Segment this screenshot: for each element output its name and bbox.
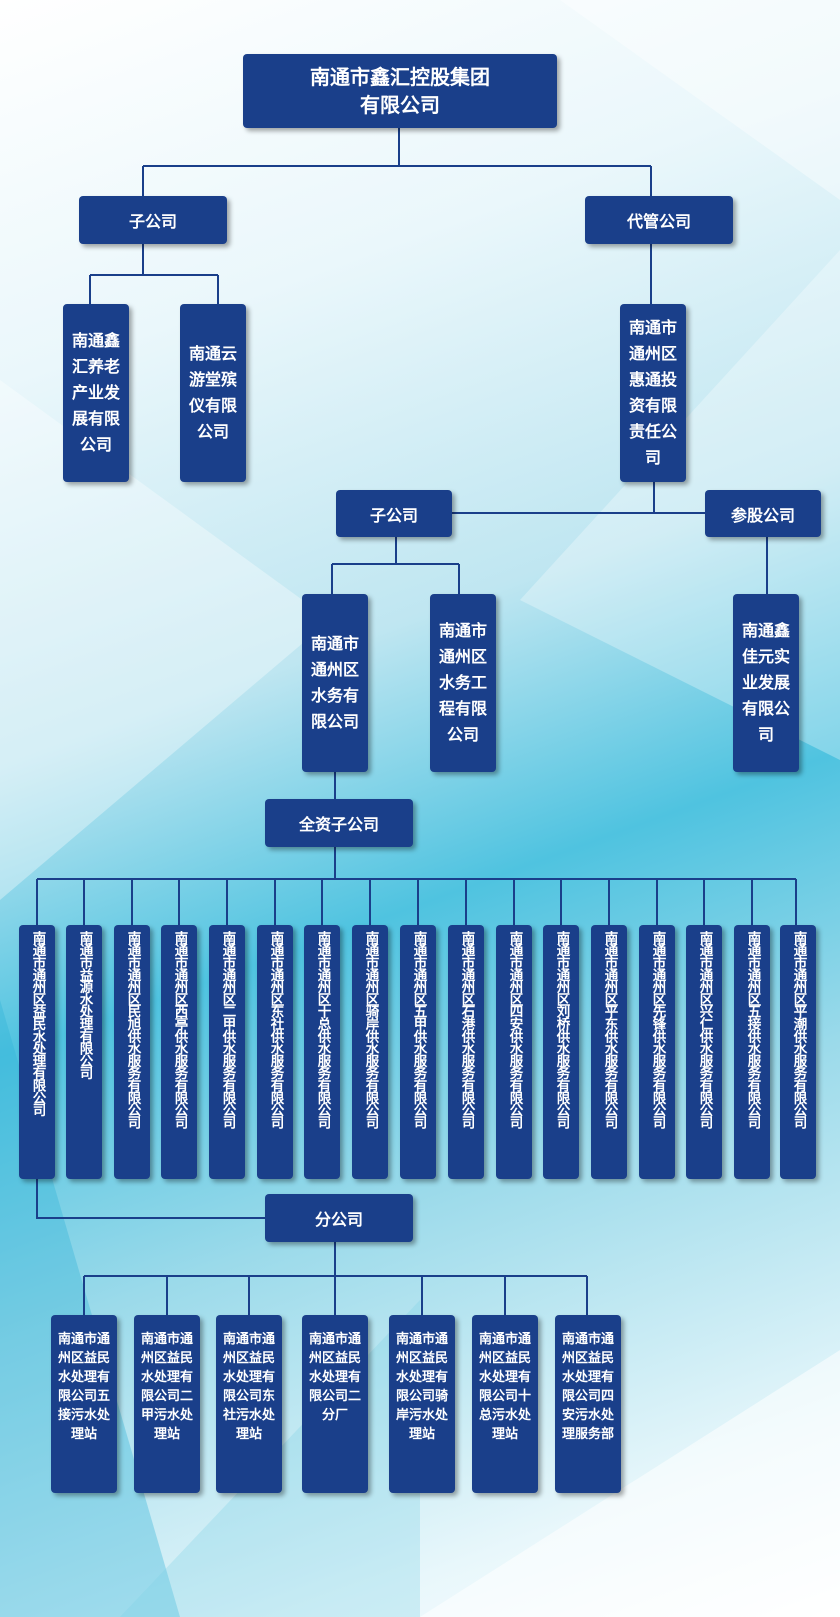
- wholly-owned-company: 南通市益源水处理有限公司: [66, 925, 102, 1179]
- wholly-owned-company: 南通市通州区骑岸供水服务有限公司: [352, 925, 388, 1179]
- wholly-owned-company: 南通市通州区先锋供水服务有限公司: [639, 925, 675, 1179]
- wholly-owned-company: 南通市通州区石港供水服务有限公司: [448, 925, 484, 1179]
- subsidiary-label: 子公司: [79, 196, 227, 244]
- wholly-owned-company: 南通市通州区二甲供水服务有限公司: [209, 925, 245, 1179]
- managed-company: 南通市通州区惠通投资有限责任公司: [620, 304, 686, 482]
- branch-office: 南通市通州区益民水处理有限公司五接污水处理站: [51, 1315, 117, 1493]
- branch-office: 南通市通州区益民水处理有限公司东社污水处理站: [216, 1315, 282, 1493]
- subsidiary-company: 南通鑫汇养老产业发展有限公司: [63, 304, 129, 482]
- wholly-owned-company: 南通市通州区东社供水服务有限公司: [257, 925, 293, 1179]
- wholly-owned-company: 南通市通州区刘桥供水服务有限公司: [543, 925, 579, 1179]
- wholly-owned-company: 南通市通州区十总供水服务有限公司: [304, 925, 340, 1179]
- branch-office: 南通市通州区益民水处理有限公司十总污水处理站: [472, 1315, 538, 1493]
- subsidiary-label: 子公司: [336, 490, 452, 537]
- water-company: 南通市通州区水务工程有限公司: [430, 594, 496, 772]
- subsidiary-company: 南通云游堂殡仪有限公司: [180, 304, 246, 482]
- wholly-owned-company: 南通市通州区平潮供水服务有限公司: [780, 925, 816, 1179]
- wholly-owned-label: 全资子公司: [265, 799, 413, 847]
- wholly-owned-company: 南通市通州区五甲供水服务有限公司: [400, 925, 436, 1179]
- equity-participation-label: 参股公司: [705, 490, 821, 537]
- branch-office: 南通市通州区益民水处理有限公司二分厂: [302, 1315, 368, 1493]
- managed-company-label: 代管公司: [585, 196, 733, 244]
- equity-company: 南通鑫佳元实业发展有限公司: [733, 594, 799, 772]
- wholly-owned-company: 南通市通州区兴仁供水服务有限公司: [686, 925, 722, 1179]
- water-company: 南通市通州区水务有限公司: [302, 594, 368, 772]
- branch-office: 南通市通州区益民水处理有限公司骑岸污水处理站: [389, 1315, 455, 1493]
- wholly-owned-company: 南通市通州区益民水处理有限公司: [19, 925, 55, 1179]
- wholly-owned-company: 南通市通州区民旭供水服务有限公司: [114, 925, 150, 1179]
- wholly-owned-company: 南通市通州区平东供水服务有限公司: [591, 925, 627, 1179]
- branch-label: 分公司: [265, 1194, 413, 1242]
- branch-office: 南通市通州区益民水处理有限公司二甲污水处理站: [134, 1315, 200, 1493]
- wholly-owned-company: 南通市通州区五接供水服务有限公司: [734, 925, 770, 1179]
- branch-office: 南通市通州区益民水处理有限公司四安污水处理服务部: [555, 1315, 621, 1493]
- wholly-owned-company: 南通市通州区四安供水服务有限公司: [496, 925, 532, 1179]
- wholly-owned-company: 南通市通州区西亭供水服务有限公司: [161, 925, 197, 1179]
- root-company: 南通市鑫汇控股集团有限公司: [243, 54, 557, 128]
